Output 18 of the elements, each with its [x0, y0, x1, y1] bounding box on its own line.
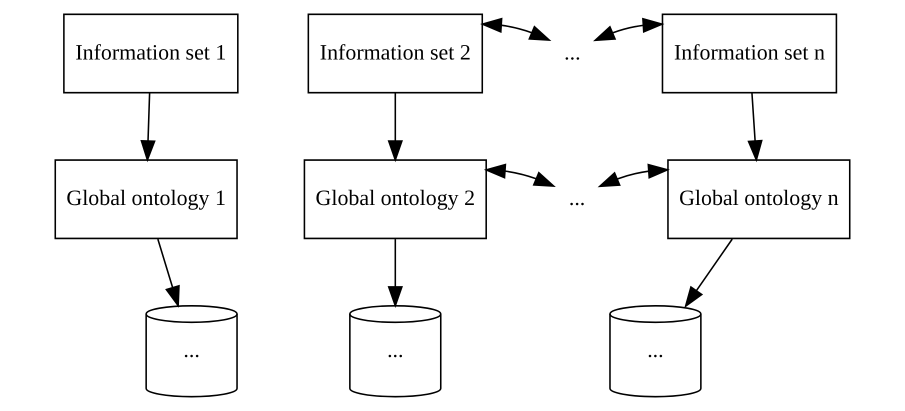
arrow: [480, 18, 552, 42]
node-text: ...: [564, 39, 581, 64]
arrow: [388, 239, 403, 308]
arrow: [157, 238, 180, 308]
arrow: [484, 164, 556, 187]
arrow: [593, 18, 664, 42]
node-box: Global ontology 1: [54, 159, 238, 240]
node-box: Information set 1: [63, 14, 239, 94]
node-box: Information set 2: [308, 14, 484, 94]
arrow: [747, 93, 763, 162]
node-box: Global ontology n: [667, 159, 851, 240]
arrow: [140, 93, 156, 162]
node-text: ...: [568, 185, 586, 210]
node-box: Global ontology 2: [304, 159, 487, 240]
arrow: [684, 238, 733, 308]
arrow: [598, 164, 670, 188]
arrow: [388, 93, 403, 162]
node-box: Information set n: [662, 14, 838, 94]
